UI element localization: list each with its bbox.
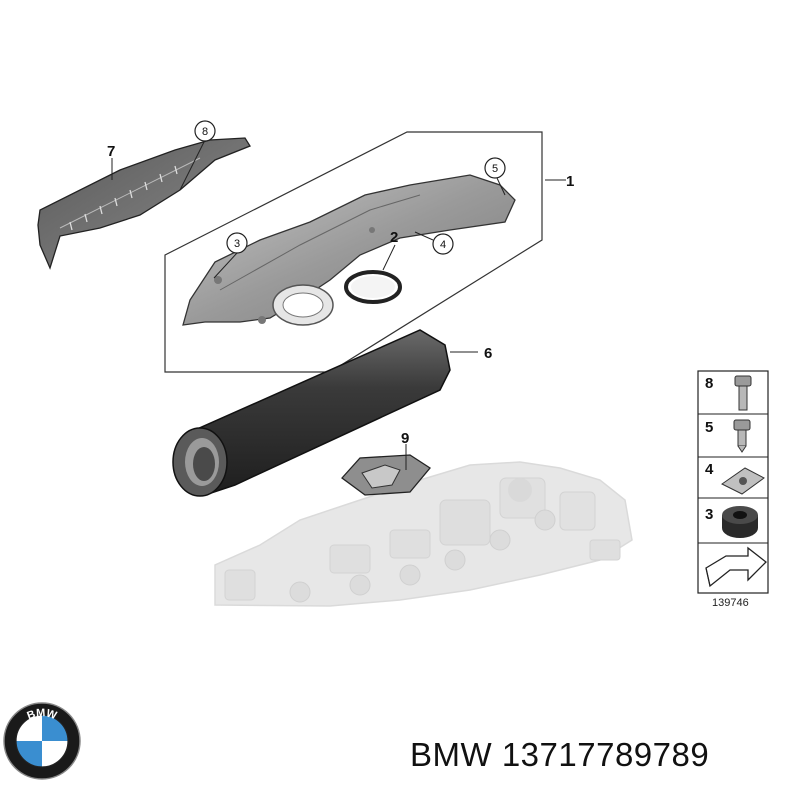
part-caption: BMW 13717789789 xyxy=(410,736,709,774)
callout-1: 1 xyxy=(566,173,574,190)
grommet-icon xyxy=(722,506,758,538)
circled-callout-4: 4 xyxy=(432,233,454,255)
leader-lines xyxy=(111,139,566,470)
diagram-id: 139746 xyxy=(712,597,749,609)
circled-callout-3: 3 xyxy=(226,232,248,254)
callout-2: 2 xyxy=(390,229,398,246)
part-number: 13717789789 xyxy=(501,736,710,773)
screw-icon xyxy=(733,419,751,453)
logo-text: BMW xyxy=(25,707,58,722)
circled-callout-8: 8 xyxy=(194,120,216,142)
air-duct-part-7 xyxy=(37,137,251,270)
legend-number-1: 8 xyxy=(705,375,713,392)
callout-7: 7 xyxy=(107,143,115,160)
bmw-logo: BMW xyxy=(3,702,81,780)
circled-callout-8-label: 8 xyxy=(202,126,208,138)
svg-text:BMW: BMW xyxy=(25,707,58,722)
brand-name: BMW xyxy=(410,736,493,773)
legend-number-3: 4 xyxy=(705,461,714,478)
direction-arrow-icon xyxy=(705,546,767,588)
hardware-legend: 8 5 4 3 139746 xyxy=(697,370,769,609)
bolt-icon xyxy=(734,375,752,411)
cover-part-1 xyxy=(182,174,516,326)
callout-9: 9 xyxy=(401,430,409,447)
circled-callout-5-label: 5 xyxy=(492,163,498,175)
circled-callout-5: 5 xyxy=(484,157,506,179)
callout-6: 6 xyxy=(484,345,492,362)
circled-callout-4-label: 4 xyxy=(440,239,446,251)
clip-bracket-part-9 xyxy=(341,454,431,496)
legend-number-2: 5 xyxy=(705,419,713,436)
seal-ring-part-2 xyxy=(344,270,402,304)
engine-block-illustration xyxy=(214,461,633,607)
tube-part-6 xyxy=(172,329,451,497)
clip-nut-icon xyxy=(721,467,765,495)
circled-callout-3-label: 3 xyxy=(234,238,240,250)
assembly-bracket xyxy=(164,131,543,373)
legend-number-4: 3 xyxy=(705,506,713,523)
